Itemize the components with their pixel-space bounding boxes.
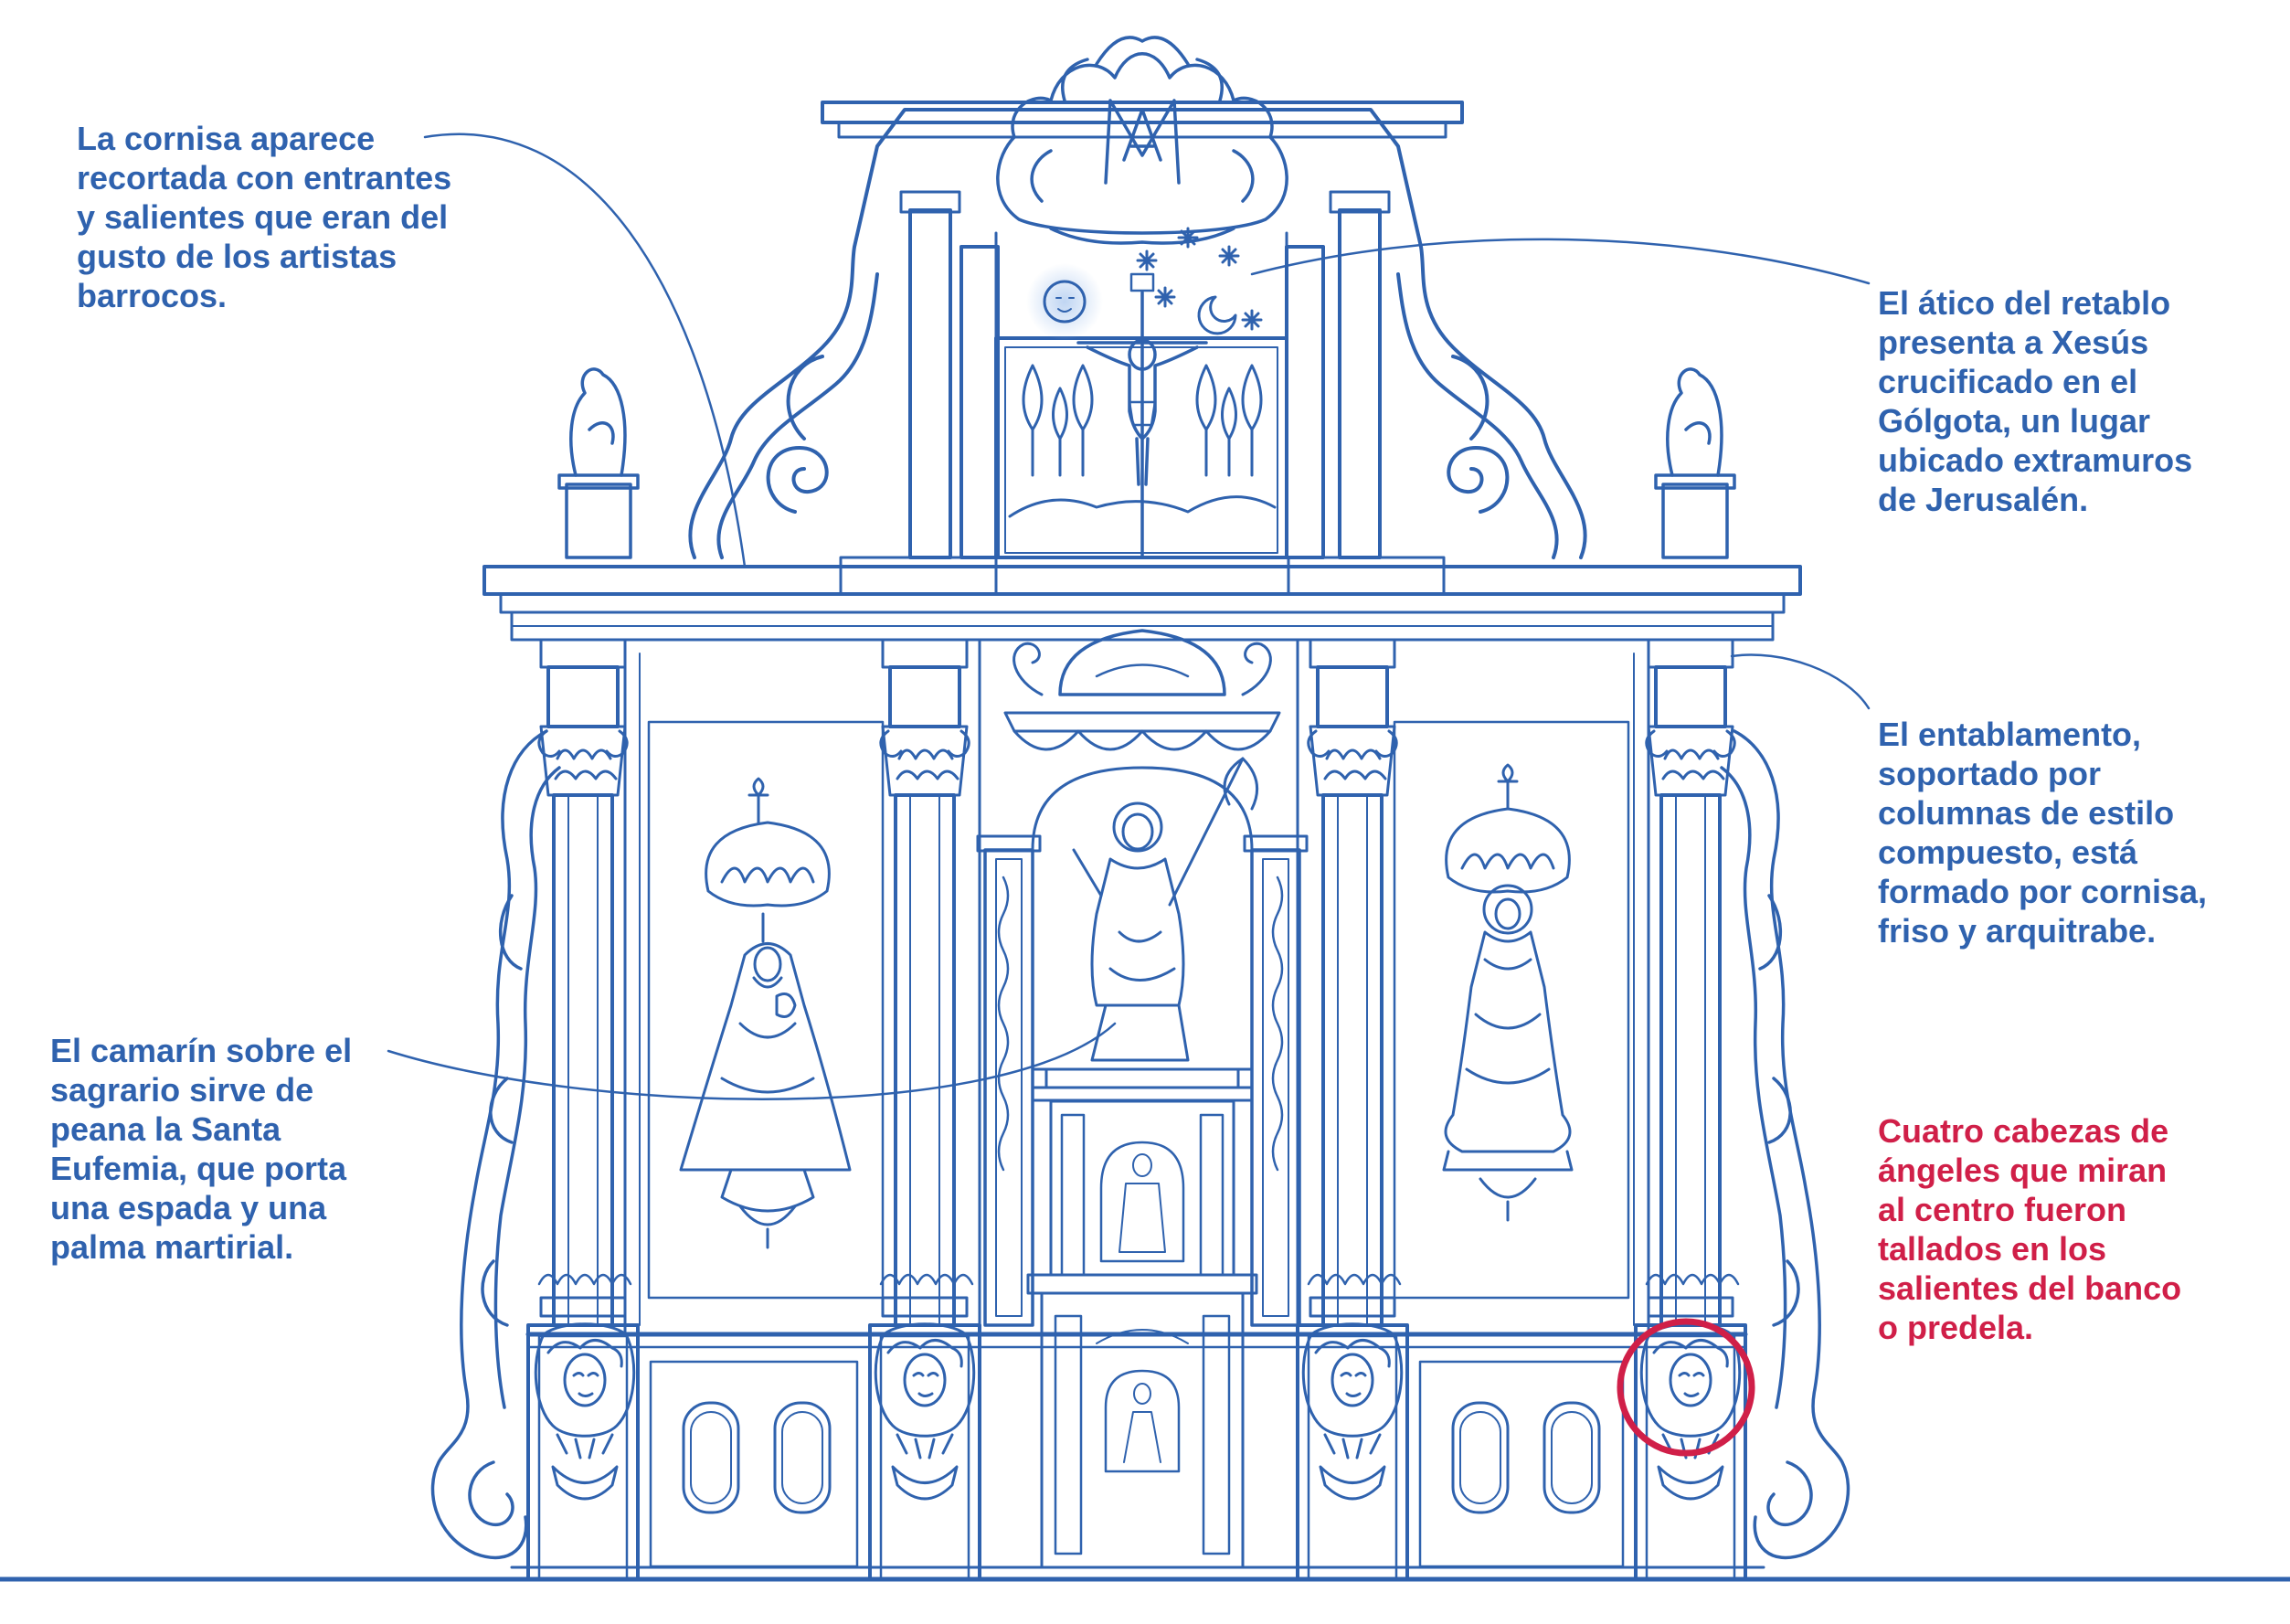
sun-icon	[1043, 280, 1087, 324]
leader-cornice	[423, 133, 747, 568]
leader-attic	[1250, 238, 1871, 285]
annotation-cornice: La cornisa aparece recortada con entrant…	[77, 120, 452, 314]
attic-finials	[557, 367, 1736, 559]
right-statue	[1442, 763, 1574, 1222]
saint-eufemia	[1072, 757, 1259, 1062]
annotation-angel-heads: Cuatro cabezas de ángeles que miran al c…	[1878, 1112, 2182, 1346]
moon-icon	[1197, 295, 1237, 335]
star-icons	[1136, 227, 1263, 331]
attic	[688, 36, 1587, 559]
entablature	[482, 556, 1802, 669]
plinths	[510, 1323, 1765, 1581]
leader-camarin	[387, 1022, 1117, 1100]
columns	[537, 665, 1740, 1327]
central-niche	[976, 629, 1309, 1569]
annotation-attic: El ático del retablo presenta a Xesús cr…	[1878, 284, 2193, 518]
annotation-entablature: El entablamento, soportado por columnas …	[1878, 716, 2208, 950]
angel-highlight-circle	[1617, 1318, 1755, 1457]
marian-crest	[996, 36, 1288, 245]
leader-entablature	[1730, 653, 1871, 710]
crucifix	[1076, 272, 1208, 559]
leader-lines	[387, 133, 1871, 1100]
main-body	[623, 638, 1650, 1336]
left-statue	[679, 777, 852, 1249]
annotation-camarin: El camarín sobre el sagrario sirve de pe…	[50, 1032, 353, 1266]
side-volutes	[430, 729, 1850, 1560]
